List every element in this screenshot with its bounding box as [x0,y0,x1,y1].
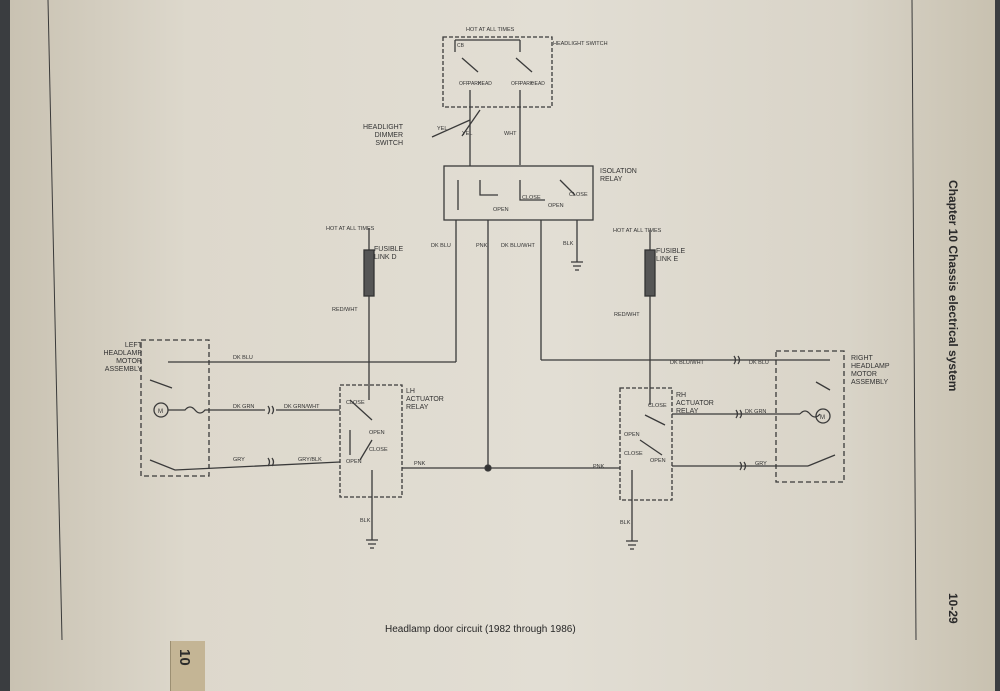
label-lh-close-2: CLOSE [369,447,388,453]
label-dimmer-switch: HEADLIGHT DIMMER SWITCH [362,124,403,147]
label-lh-close-1: CLOSE [346,400,365,406]
label-dk-blu-wht-top: DK BLU/WHT [501,243,536,249]
label-iso-close-2: CLOSE [569,192,588,198]
label-iso-close-1: CLOSE [522,195,541,201]
label-pnk-right: PNK [593,464,605,470]
label-pnk-top: PNK [476,243,488,249]
label-dk-grn-wht: DK GRN/WHT [284,404,320,410]
chapter-title: Chapter 10 Chassis electrical system [946,180,960,392]
label-rh-open-2: OPEN [650,458,666,464]
label-lh-relay: LH ACTUATOR RELAY [406,388,444,411]
label-blk-left: BLK [360,518,371,524]
label-rh-close-2: CLOSE [624,451,643,457]
label-rh-relay: RH ACTUATOR RELAY [676,392,714,415]
label-sw-off-2: OFF [511,81,521,87]
label-fusible-d: FUSIBLE LINK D [374,246,404,261]
figure-caption: Headlamp door circuit (1982 through 1986… [385,624,576,635]
label-right-motor: RIGHT HEADLAMP MOTOR ASSEMBLY [851,355,890,386]
label-fusible-e: FUSIBLE LINK E [656,248,686,263]
label-hot-top: HOT AT ALL TIMES [466,27,515,33]
motor-right-symbol: M [820,415,825,421]
label-sw-park-2: PARK [520,81,534,87]
label-red-wht-right: RED/WHT [614,312,640,318]
label-iso-open-1: OPEN [493,207,509,213]
manual-page [10,0,995,691]
label-left-motor: LEFT HEADLAMP MOTOR ASSEMBLY [103,342,142,373]
label-lh-open-1: OPEN [369,430,385,436]
label-wht: WHT [504,131,517,137]
tab-number: 10 [176,649,193,666]
label-dk-blu-wht-right: DK BLU/WHT [670,360,705,366]
label-sw-off-1: OFF [459,81,469,87]
label-rh-close-1: CLOSE [648,403,667,409]
label-cb: CB [457,43,465,49]
label-dk-grn-right: DK GRN [745,409,766,415]
label-sw-head-1: HEAD [478,81,492,87]
page-number: 10-29 [946,593,960,624]
label-dk-blu-left: DK BLU [233,355,253,361]
label-pnk-left: PNK [414,461,426,467]
label-blk-top: BLK [563,241,574,247]
label-yel-1: YEL [437,126,447,132]
label-iso-open-2: OPEN [548,203,564,209]
label-headlight-switch: HEADLIGHT SWITCH [553,41,608,47]
label-dk-grn-left: DK GRN [233,404,254,410]
label-sw-park-1: PARK [468,81,482,87]
label-dk-blu-top: DK BLU [431,243,451,249]
label-rh-open-1: OPEN [624,432,640,438]
label-gry-blk: GRY/BLK [298,457,322,463]
motor-left-symbol: M [158,409,163,415]
label-sw-head-2: HEAD [531,81,545,87]
chapter-tab: 10 [170,641,205,691]
label-gry-left: GRY [233,457,245,463]
label-dk-blu-right: DK BLU [749,360,769,366]
label-gry-right: GRY [755,461,767,467]
label-blk-right: BLK [620,520,631,526]
label-hot-right: HOT AT ALL TIMES [613,228,662,234]
label-hot-left: HOT AT ALL TIMES [326,226,375,232]
label-red-wht-left: RED/WHT [332,307,358,313]
label-isolation-relay: ISOLATION RELAY [600,168,637,183]
label-yel-2: YEL [462,131,472,137]
label-lh-open-2: OPEN [346,459,362,465]
